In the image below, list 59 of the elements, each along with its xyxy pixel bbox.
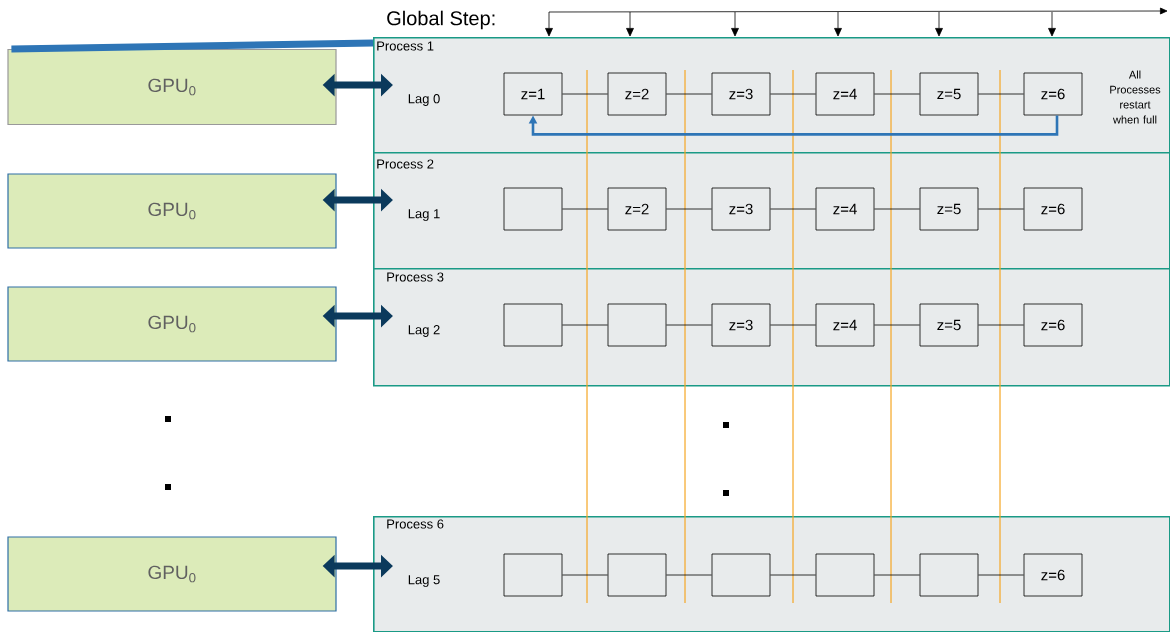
connector-line xyxy=(874,324,920,326)
note: All Processes restart when full xyxy=(1110,70,1161,124)
gpu-box: GPU$_{0}$ xyxy=(7,48,337,126)
connector-line xyxy=(978,324,1024,326)
connector-line xyxy=(666,574,712,576)
empty-box xyxy=(607,553,667,597)
axis-title: Global Step: xyxy=(387,10,495,30)
lag-label: Lag 2 xyxy=(408,325,440,337)
connector-line xyxy=(770,208,816,210)
step-box: z=4 xyxy=(815,187,875,231)
step-box: z=6 xyxy=(1023,187,1083,231)
process-label: Process 3 xyxy=(387,272,444,282)
step-box: z=2 xyxy=(607,187,667,231)
connector-line xyxy=(978,93,1024,95)
process-label: Process 6 xyxy=(387,519,444,529)
connector-line xyxy=(978,208,1024,210)
empty-box xyxy=(503,187,563,231)
empty-box xyxy=(503,553,563,597)
connector-line xyxy=(562,208,608,210)
gpu-box: GPU$_{0}$ xyxy=(7,536,337,612)
empty-box xyxy=(711,553,771,597)
step-box: z=5 xyxy=(919,303,979,347)
connector-line xyxy=(874,574,920,576)
step-box: z=3 xyxy=(711,303,771,347)
step-box: z=4 xyxy=(815,303,875,347)
connector-line xyxy=(770,93,816,95)
gpu-box: GPU$_{0}$ xyxy=(7,286,337,362)
connector-line xyxy=(874,208,920,210)
step-box: z=1 xyxy=(503,72,563,116)
lag-label: Lag 0 xyxy=(408,94,440,106)
connector-line xyxy=(770,324,816,326)
connector-line xyxy=(562,574,608,576)
connector-line xyxy=(562,93,608,95)
step-box: z=5 xyxy=(919,187,979,231)
step-box: z=3 xyxy=(711,187,771,231)
empty-box xyxy=(815,553,875,597)
gpu-box: GPU$_{0}$ xyxy=(7,173,337,249)
return-arrow xyxy=(528,115,1059,136)
connector-line xyxy=(562,324,608,326)
connector-line xyxy=(666,93,712,95)
process-label: Process 2 xyxy=(377,159,434,169)
step-box: z=6 xyxy=(1023,553,1083,597)
step-box: z=3 xyxy=(711,72,771,116)
empty-box xyxy=(919,553,979,597)
step-box: z=5 xyxy=(919,72,979,116)
lag-label: Lag 1 xyxy=(408,209,440,221)
empty-box xyxy=(607,303,667,347)
step-box: z=4 xyxy=(815,72,875,116)
connector-line xyxy=(666,324,712,326)
connector-line xyxy=(978,574,1024,576)
lag-label: Lag 5 xyxy=(408,575,440,587)
connector-line xyxy=(770,574,816,576)
step-box: z=6 xyxy=(1023,72,1083,116)
step-box: z=2 xyxy=(607,72,667,116)
empty-box xyxy=(503,303,563,347)
step-box: z=6 xyxy=(1023,303,1083,347)
connector-line xyxy=(874,93,920,95)
process-label: Process 1 xyxy=(377,41,434,51)
connector-line xyxy=(666,208,712,210)
